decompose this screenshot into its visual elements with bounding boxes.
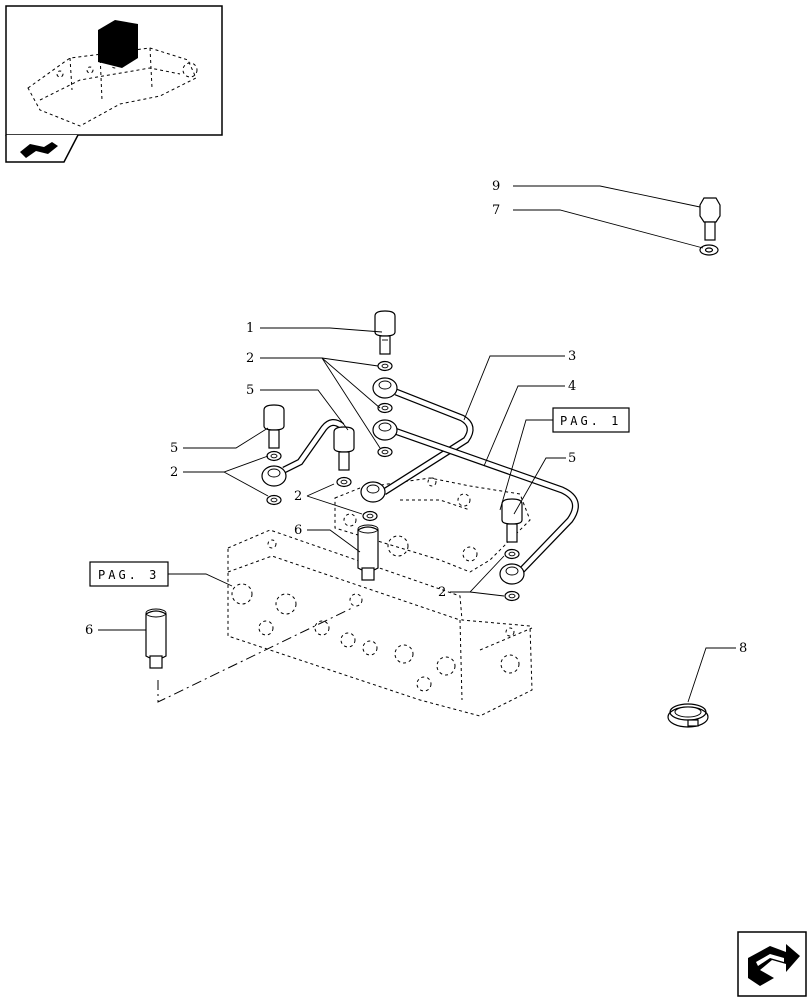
pipe-left [282,419,345,474]
valve-body-outline [227,477,533,717]
callout-7: 7 [492,203,500,218]
callout-1: 1 [246,321,254,336]
callout-2: 2 [246,351,254,366]
callout-9: 9 [492,179,500,194]
part-1-bolt[interactable] [374,310,396,355]
callout-5: 5 [246,383,254,398]
callout-4: 4 [568,379,576,394]
part-7-washer[interactable] [699,244,719,256]
callout-3: 3 [568,349,576,364]
callout-5: 5 [568,451,576,466]
callout-6: 6 [294,523,302,538]
banjo-fitting [261,377,525,585]
machine-thumbnail-icon[interactable] [5,5,223,136]
next-page-arrow-icon[interactable] [737,931,807,997]
svg-text:PAG. 3: PAG. 3 [98,568,159,582]
part-5-bolt[interactable] [263,404,523,543]
part-4-pipe[interactable] [390,426,579,575]
callout-5: 5 [170,441,178,456]
page-3-reference[interactable]: PAG. 3 [89,561,169,587]
callout-2: 2 [170,465,178,480]
part-3-pipe[interactable] [382,388,474,495]
page-1-reference[interactable]: PAG. 1 [552,407,630,433]
part-8-clamp[interactable] [667,703,709,728]
callout-2: 2 [294,489,302,504]
callout-2: 2 [438,585,446,600]
part-2-washers[interactable] [266,360,520,602]
svg-text:PAG. 1: PAG. 1 [560,414,621,428]
callout-8: 8 [739,641,747,656]
part-6-plug[interactable] [145,524,379,669]
part-9-bolt[interactable] [699,197,721,241]
callout-6: 6 [85,623,93,638]
book-arrow-icon[interactable] [5,134,79,163]
